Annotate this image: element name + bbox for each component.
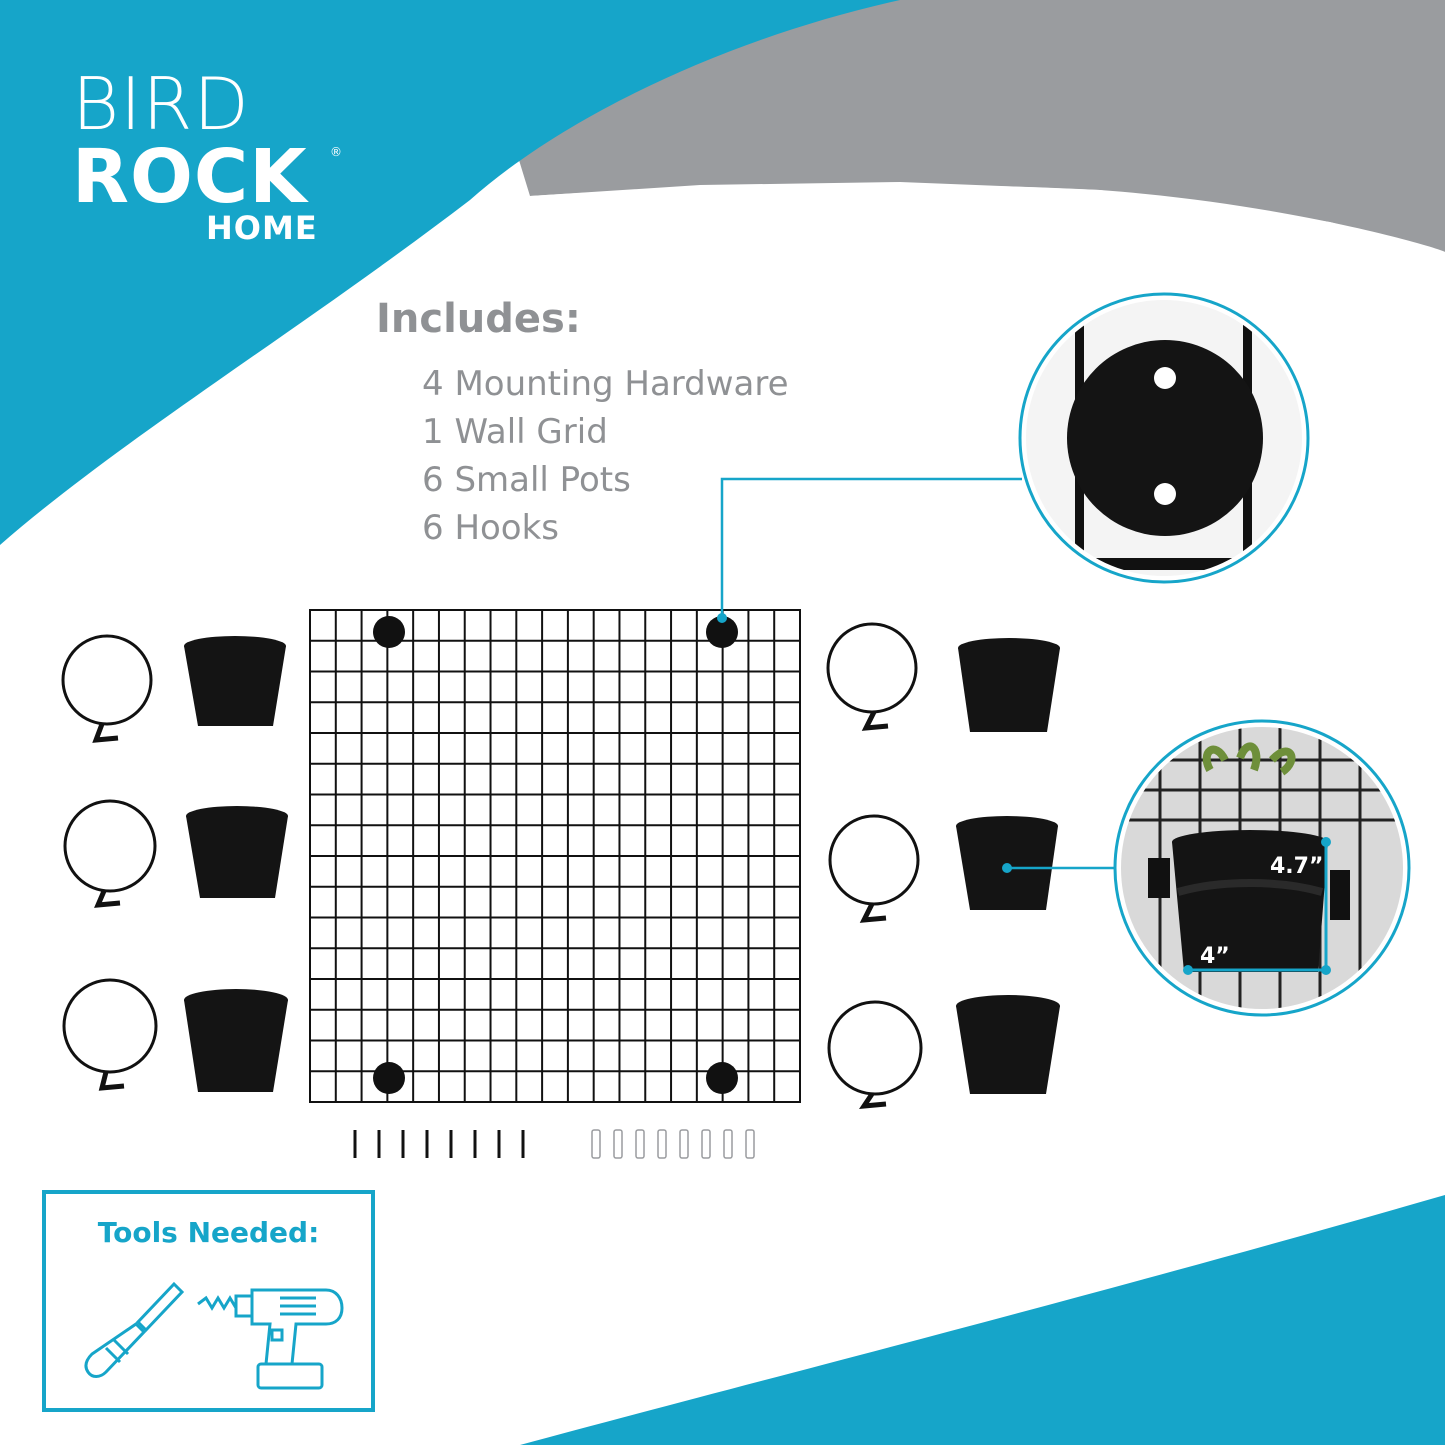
includes-heading: Includes:: [376, 296, 581, 342]
mount-disc: [706, 1062, 738, 1094]
includes-item: 1 Wall Grid: [422, 412, 608, 452]
mount-disc: [373, 616, 405, 648]
wall-anchor: [723, 1129, 733, 1159]
wall-anchor: [635, 1129, 645, 1159]
registered-mark: ®: [330, 145, 342, 159]
hook: [827, 1000, 923, 1109]
brand-logo-line3: HOME: [206, 209, 318, 247]
wall-anchor: [613, 1129, 623, 1159]
small-pot: [186, 806, 288, 898]
wall-anchor: [591, 1129, 601, 1159]
wall-anchors: [591, 1129, 755, 1159]
hook: [828, 814, 920, 923]
hook: [826, 622, 918, 731]
wall-anchor: [701, 1129, 711, 1159]
callout-pot: [1002, 719, 1411, 1017]
gray-band: [470, 0, 1445, 252]
tools-needed-box: Tools Needed:: [42, 1190, 375, 1412]
screwdriver-icon: [84, 1281, 185, 1378]
small-pot: [956, 995, 1060, 1094]
brand-logo-line2: ROCK: [72, 134, 308, 220]
hooks: [61, 622, 923, 1109]
hook: [61, 634, 153, 743]
top-blue-swoosh: [0, 0, 900, 545]
hook: [62, 978, 158, 1091]
screws: [353, 1130, 525, 1158]
wall-anchor: [745, 1129, 755, 1159]
mount-disc: [706, 616, 738, 648]
small-pot: [958, 638, 1060, 732]
power-drill-icon: [197, 1288, 344, 1390]
callout-mount: [717, 292, 1310, 623]
includes-item: 4 Mounting Hardware: [422, 364, 789, 404]
pot-height-label: 4.7”: [1270, 854, 1324, 879]
small-pot: [184, 636, 286, 726]
hook: [63, 799, 157, 908]
wall-anchor: [657, 1129, 667, 1159]
brand-logo-line1: BIRD: [72, 62, 250, 146]
includes-item: 6 Small Pots: [422, 460, 631, 500]
mount-disc: [373, 1062, 405, 1094]
small-pot: [184, 989, 288, 1092]
pot-width-label: 4”: [1200, 944, 1230, 969]
bottom-blue-swoosh: [520, 1195, 1445, 1445]
wall-anchor: [679, 1129, 689, 1159]
white-curve: [470, 184, 1445, 270]
pots: [184, 636, 1060, 1094]
wall-grid: [309, 609, 801, 1103]
mounting-hardware: [373, 616, 738, 1094]
includes-item: 6 Hooks: [422, 508, 560, 548]
tools-heading: Tools Needed:: [97, 1216, 320, 1249]
